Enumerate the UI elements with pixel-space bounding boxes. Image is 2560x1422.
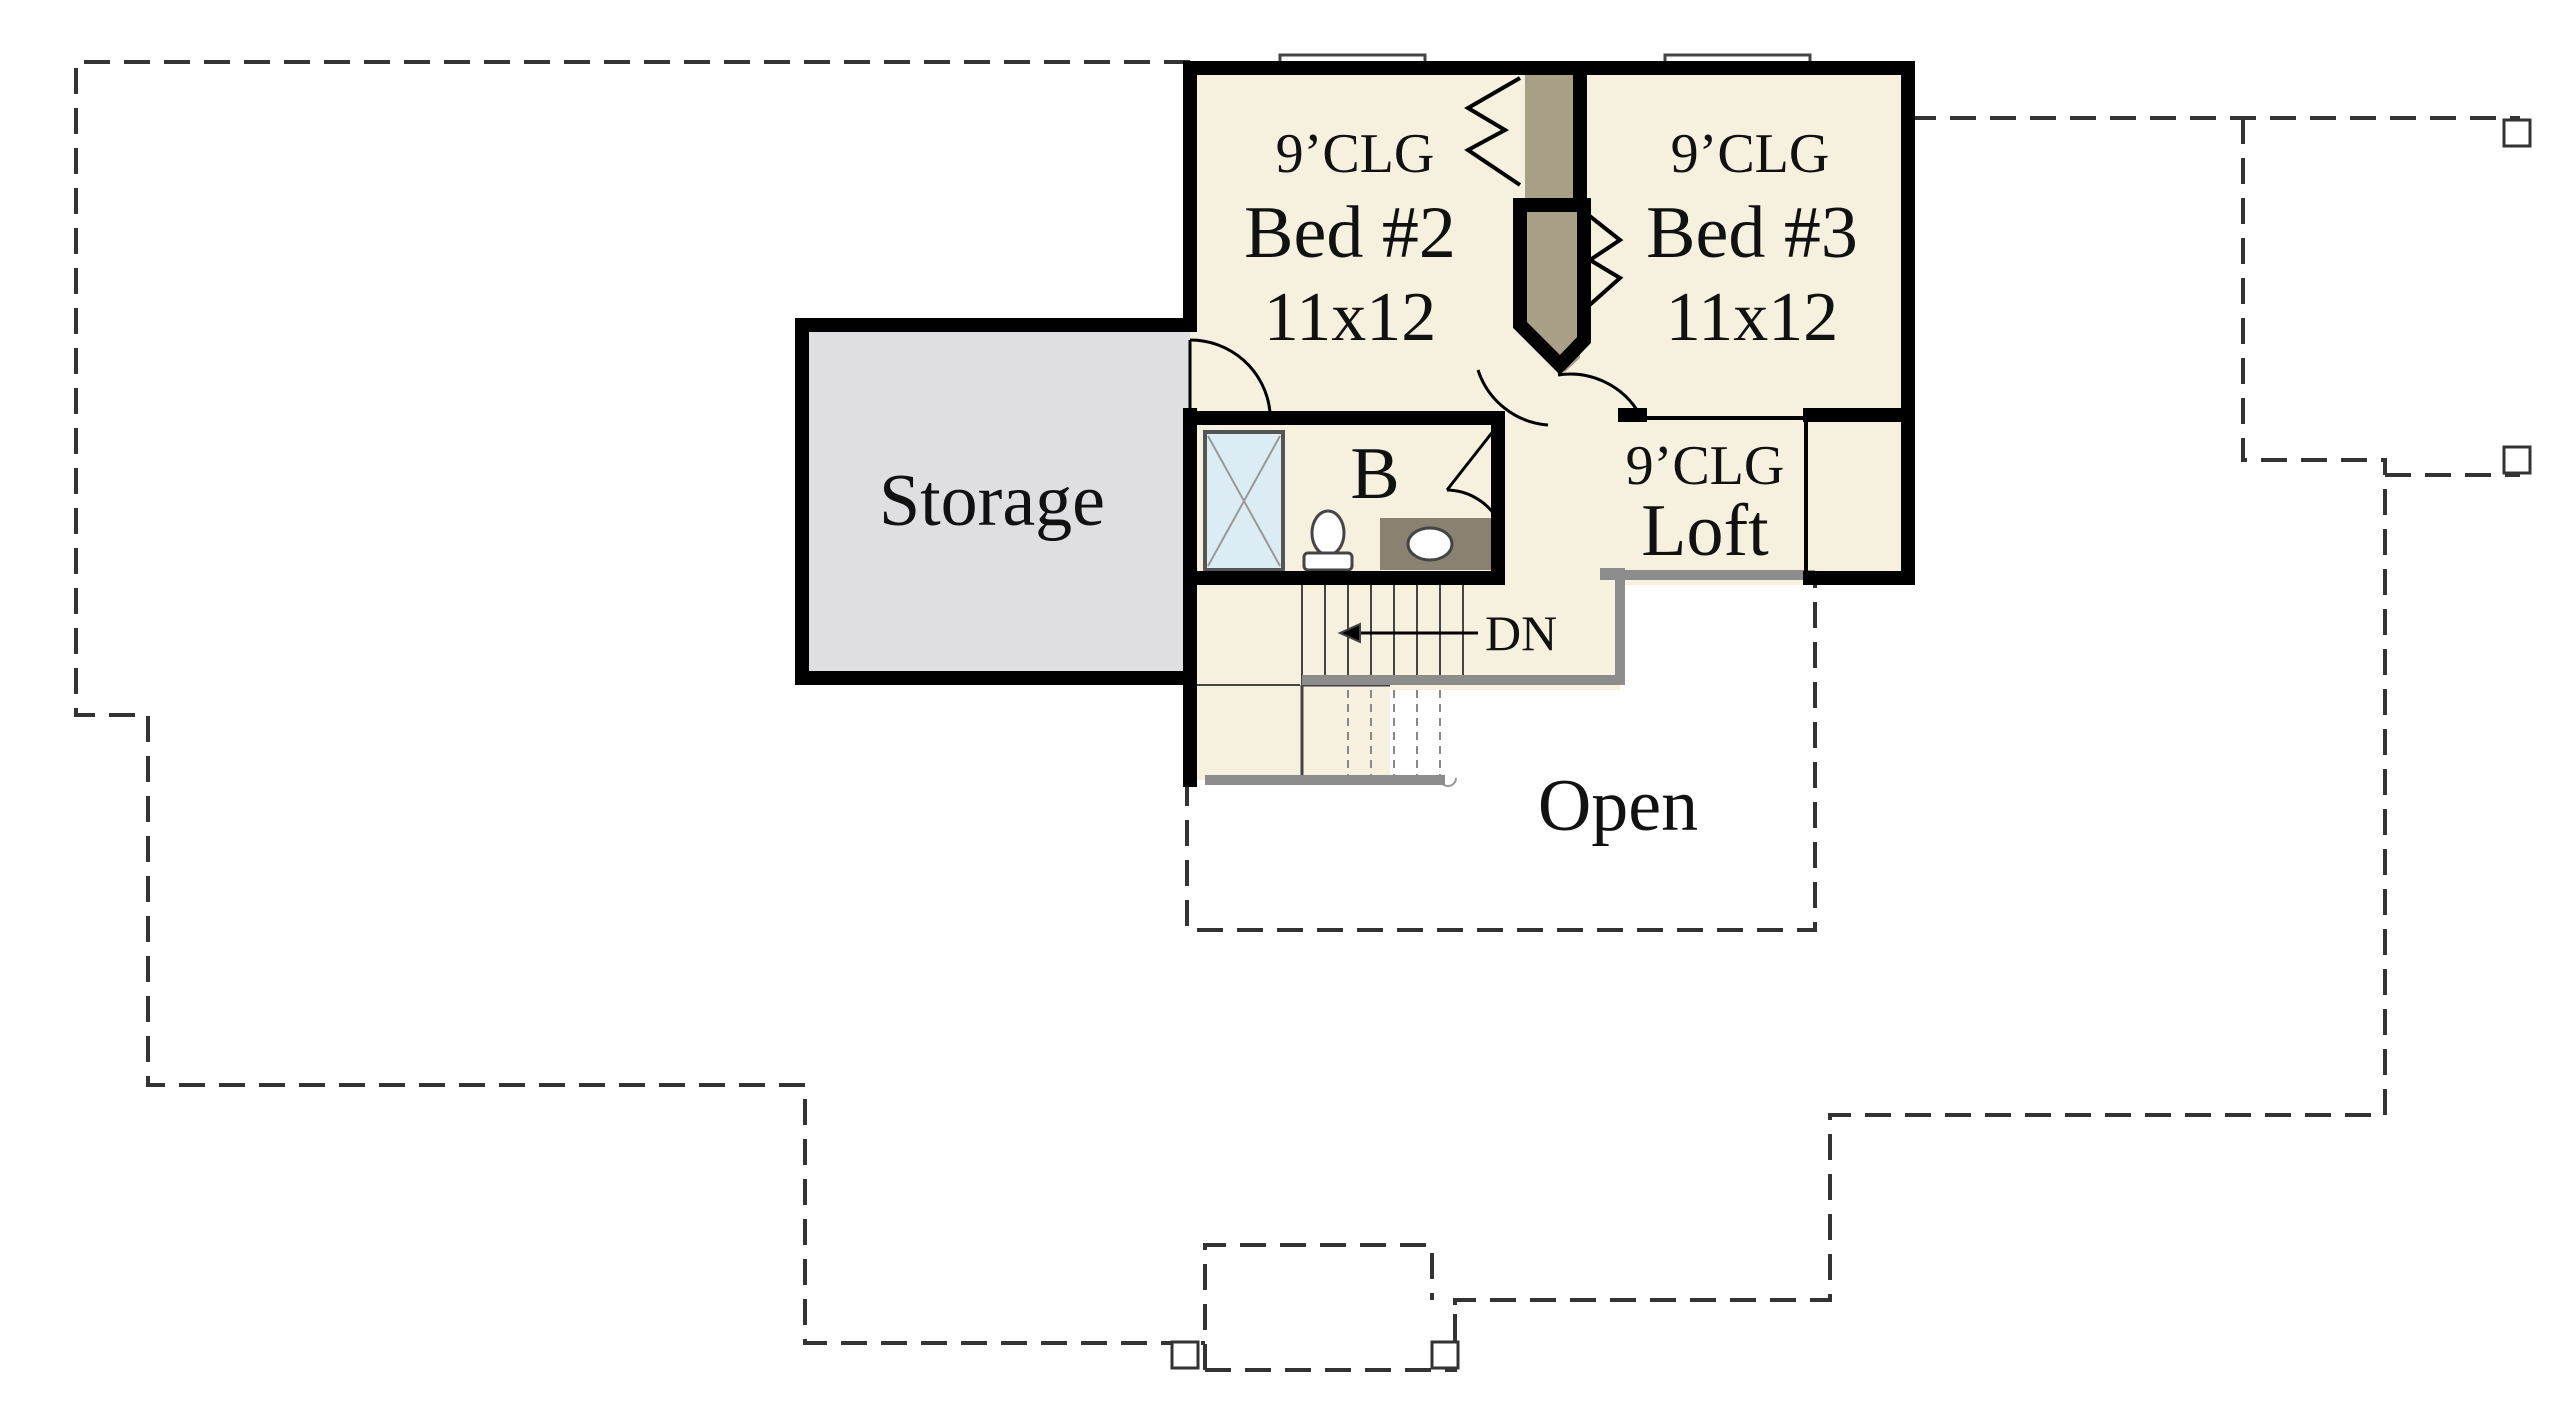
walls (795, 61, 1915, 787)
bed3-labels: 9’CLG Bed #3 11x12 (1646, 123, 1858, 356)
bed2-size: 11x12 (1264, 279, 1436, 356)
bifold-door-icon (1464, 76, 1624, 312)
storage-label: Storage (879, 460, 1105, 542)
stair-treads-lower (1347, 690, 1441, 775)
loft-name: Loft (1641, 490, 1769, 572)
corner-marker-icon (1170, 118, 2532, 1370)
stair-down-label: DN (1485, 605, 1557, 661)
stair-arrow-icon (1337, 622, 1478, 644)
stair-treads-upper (1301, 585, 1464, 685)
door-swing-icon (1188, 338, 1642, 521)
loft-ceiling: 9’CLG (1626, 435, 1785, 497)
bed3-size: 11x12 (1666, 279, 1838, 356)
bath-name: B (1350, 433, 1399, 515)
loft-labels: 9’CLG Loft (1626, 435, 1785, 572)
railing-wall (1205, 568, 1815, 785)
open-label: Open (1538, 765, 1698, 847)
bed3-name: Bed #3 (1646, 192, 1858, 274)
bed2-name: Bed #2 (1244, 192, 1456, 274)
toilet-icon (1302, 509, 1354, 572)
thin-walls (1625, 416, 1808, 578)
sink-icon (1406, 526, 1454, 562)
bed2-labels: 9’CLG Bed #2 11x12 (1244, 123, 1456, 356)
lower-floor-outline (74, 60, 2520, 1372)
bed3-ceiling: 9’CLG (1671, 123, 1830, 185)
bath-fixtures (1203, 430, 1504, 572)
bed2-ceiling: 9’CLG (1276, 123, 1435, 185)
